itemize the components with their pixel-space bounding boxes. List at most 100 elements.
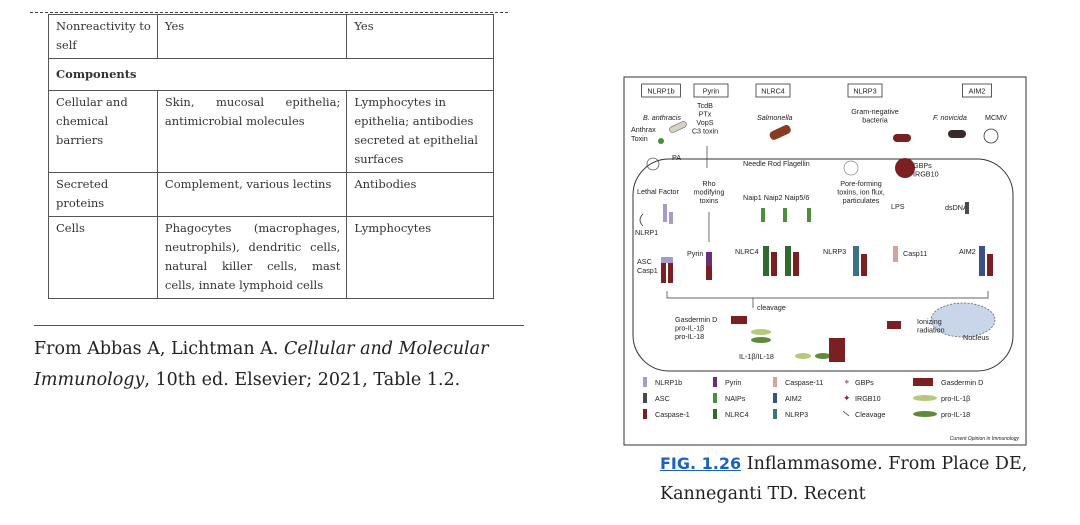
gasdermin-shape: [887, 321, 901, 329]
gasdermin-shape: [731, 316, 747, 324]
table-cell: Yes: [346, 14, 494, 59]
text-line: particulates: [843, 196, 880, 205]
convergence-line: [666, 291, 989, 299]
legend-label: NLRP3: [785, 410, 808, 419]
table-cell: Cellular and chemical barriers: [48, 90, 158, 173]
nlrc4-shape: [785, 246, 791, 276]
caspase1-shape: [771, 252, 777, 276]
table-cell: Yes: [156, 14, 348, 59]
legend-label: pro-IL-1β: [941, 394, 970, 403]
label-f-novicida: F. novicida: [933, 113, 967, 122]
naip-shape: [761, 208, 765, 222]
label-dsdna: dsDNA: [945, 203, 968, 212]
label-il: IL-1β/IL-18: [739, 352, 774, 361]
text-line: Pore-forming: [840, 179, 882, 188]
label-b-anthracis: B. anthracis: [643, 113, 681, 122]
label-pa: PA: [672, 153, 681, 162]
figure-legend: NLRP1bASCCaspase-1PyrinNAIPsNLRC4Caspase…: [643, 377, 983, 419]
table-cell: Secreted proteins: [48, 172, 158, 217]
figure-credit: Current Opinion in Immunology: [950, 436, 1020, 442]
francisella-shape: [948, 130, 966, 138]
legend-swatch: [913, 411, 937, 417]
text-line: radiation: [917, 326, 945, 335]
source-book-title: Cellular and Molecular Immunology: [34, 339, 489, 390]
legend-swatch: [713, 377, 717, 387]
legend-swatch: [643, 409, 647, 419]
text-line: IRGB10: [913, 170, 939, 179]
text-line: ASC: [637, 257, 652, 266]
legend-swatch: [713, 393, 717, 403]
text-line: bacteria: [862, 116, 888, 125]
label-casp11: Casp11: [903, 249, 927, 258]
caspase11-shape: [893, 246, 898, 262]
nucleus-shape: [930, 302, 996, 338]
header-box: [755, 83, 791, 98]
legend-swatch: [773, 377, 777, 387]
header-label: AIM2: [969, 87, 986, 96]
text-line: Anthrax: [631, 125, 656, 134]
text-line: PTx: [699, 110, 712, 119]
dsdna-shape: [965, 202, 969, 214]
legend-swatch: [643, 393, 647, 403]
legend-swatch: ✦: [843, 377, 851, 387]
aim2-shape: [979, 246, 985, 276]
label-nlrp3: NLRP3: [823, 247, 846, 256]
particulate-shape: [843, 160, 859, 176]
nlrp1-shape: [669, 212, 673, 224]
text-line: C3 toxin: [692, 127, 718, 136]
text-line: toxins: [700, 196, 719, 205]
table-row: Cells Phagocytes (macrophages, neutrophi…: [48, 216, 494, 299]
label-aim2: AIM2: [959, 247, 976, 256]
source-prefix: From Abbas A, Lichtman A.: [34, 339, 284, 359]
legend-label: NLRC4: [725, 410, 749, 419]
text-line: Rho: [702, 179, 715, 188]
table-source-citation: From Abbas A, Lichtman A. Cellular and M…: [34, 334, 534, 396]
table-cell: Antibodies: [346, 172, 494, 217]
text-line: Gasdermin D: [675, 315, 717, 324]
text-line: VopS: [696, 118, 713, 127]
caspase1-shape: [661, 261, 666, 283]
mcmv-virion: [983, 128, 999, 144]
text-line: Gram-negative: [851, 107, 899, 116]
legend-label: pro-IL-18: [941, 410, 970, 419]
legend-label: Caspase-11: [785, 378, 823, 387]
legend-swatch: [913, 378, 933, 386]
label-nlrc4: NLRC4: [735, 247, 759, 256]
header-label: NLRP1b: [647, 87, 674, 96]
legend-label: GBPs: [855, 378, 874, 387]
table-cell: Phagocytes (macrophages, neutrophils), d…: [156, 216, 348, 299]
table-cell: Lymphocytes in epithelia; antibodies sec…: [346, 90, 494, 173]
header-label: NLRP3: [853, 87, 876, 96]
text-line: Ionizing: [917, 317, 942, 326]
table-row: Secreted proteins Complement, various le…: [48, 172, 494, 217]
table-row: Cellular and chemical barriers Skin, muc…: [48, 90, 494, 173]
pyrin-shape: [706, 252, 712, 278]
naip-shape: [807, 208, 811, 222]
header-box: [641, 83, 681, 98]
header-box: [693, 83, 729, 98]
legend-label: Caspase-1: [655, 410, 690, 419]
label-lps: LPS: [891, 202, 905, 211]
naip-shape: [783, 208, 787, 222]
pro-il18-shape: [751, 337, 771, 343]
nlrp3-shape: [853, 246, 859, 276]
figure-caption-text: Inflammasome. From Place DE, Kanneganti …: [660, 454, 1028, 504]
salmonella-shape: [769, 125, 791, 140]
legend-label: ASC: [655, 394, 670, 403]
text-line: Casp1: [637, 266, 658, 275]
text-line: Toxin: [631, 134, 648, 143]
cell-membrane: [632, 158, 1014, 372]
nlrp1-shape: [663, 204, 667, 222]
nlrc4-shape: [763, 246, 769, 276]
arrow: [639, 213, 644, 227]
label-pyrin: Pyrin: [687, 249, 703, 258]
source-rule: [34, 325, 524, 326]
figure-link[interactable]: FIG. 1.26: [660, 454, 742, 473]
table-cell: Cells: [48, 216, 158, 299]
figure-frame: [623, 76, 1027, 446]
